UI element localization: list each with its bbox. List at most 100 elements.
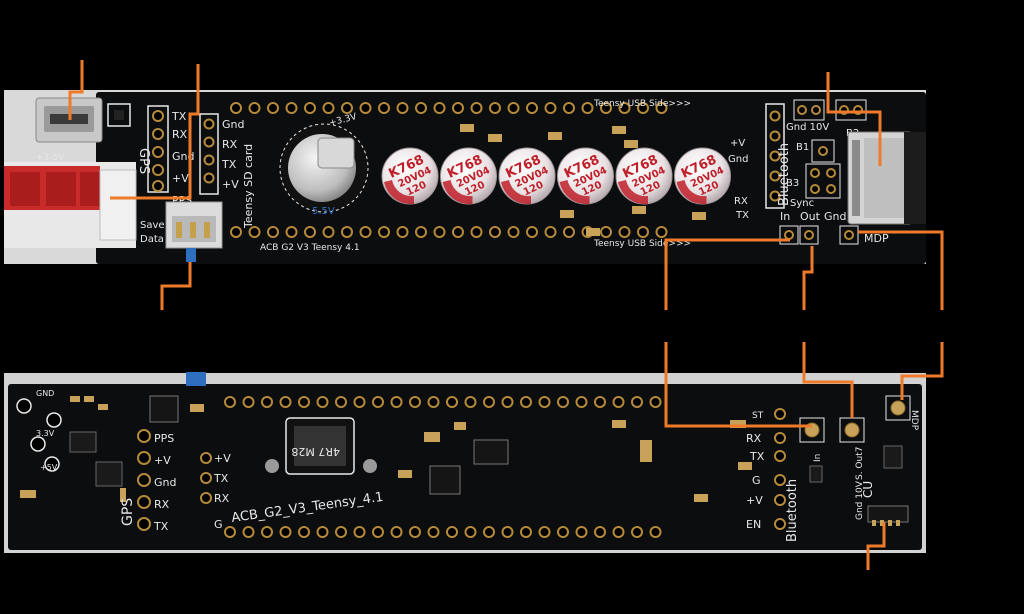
teensy-pin (230, 102, 242, 114)
callout-sync-out (802, 246, 814, 310)
inductor-label: 4R7 M28 (291, 445, 340, 458)
teensy-pin (655, 102, 668, 114)
teensy-pin (594, 526, 606, 538)
teensy-pin (285, 102, 298, 114)
teensy-pin (242, 396, 255, 408)
in-label-bottom: In (813, 454, 823, 462)
sync-label: Sync (790, 198, 814, 209)
middle-smd-parts (398, 420, 752, 502)
teensy-pin (507, 226, 520, 238)
smd-pad (460, 124, 474, 132)
teensy-pin (396, 226, 409, 238)
teensy-pin (335, 526, 347, 538)
teensy-pin (341, 226, 353, 238)
battery-bottom-label: 5.5V (312, 206, 335, 217)
teensy-pin (378, 102, 390, 114)
bottom-board: GND 3.3V +5V PPS +V Gnd RX TX GPS +V TX … (4, 372, 926, 553)
teensy-pin (649, 526, 662, 538)
teensy-pin (618, 102, 631, 114)
teensy-pin (378, 226, 390, 238)
teensy-pin (322, 226, 335, 238)
teensy-pin (575, 396, 588, 408)
teensy-pin (489, 226, 501, 238)
left-tiny-5v: +5V (40, 463, 58, 472)
callout-mdp (858, 230, 944, 310)
side-port-g: G (214, 518, 223, 531)
red-connector (4, 162, 137, 248)
cu-label: CU (861, 481, 875, 498)
left-smd-cluster: GND 3.3V +5V (16, 389, 204, 502)
callout-save-data (160, 262, 192, 310)
acb-top-label: ACB G2 V3 Teensy 4.1 (260, 243, 360, 253)
teensy-pin (538, 526, 551, 538)
teensy-pin (224, 396, 236, 408)
teensy-pin (557, 526, 569, 538)
teensy-pin (409, 526, 421, 538)
teensy-pin (316, 526, 329, 538)
bt-pin-v: +V (730, 138, 745, 149)
capacitor-row: K76820V04120K76820V04120K76820V04120K768… (381, 147, 731, 205)
out-label-top: Out (800, 210, 821, 223)
teensy-pin (483, 396, 495, 408)
teensy-pin (335, 396, 347, 408)
teensy-pin (353, 396, 366, 408)
teensy-pin (390, 396, 403, 408)
teensy-pin (372, 526, 384, 538)
gps-bottom-tx: TX (153, 520, 169, 533)
teensy-pin (261, 396, 273, 408)
teensy-pin (452, 226, 464, 238)
gps-port-bottom: PPS +V Gnd RX TX GPS (120, 429, 176, 533)
top-board: +3-5V TX RX Gnd +V PPS GPS (4, 90, 926, 264)
teensy-pin (427, 396, 440, 408)
teensy-pin (594, 396, 606, 408)
side-port-tx: TX (213, 472, 229, 485)
in-label-top: In (780, 210, 790, 223)
side-port-v: +V (214, 452, 231, 465)
teensy-pin (649, 396, 662, 408)
sd-card-label: Teensy SD card (242, 144, 255, 229)
save-label: Save (140, 220, 165, 231)
gps-bottom-rx: RX (154, 498, 170, 511)
callout-mdp-bottom (900, 342, 944, 400)
teensy-pin (304, 102, 316, 114)
teensy-pin (483, 526, 495, 538)
teensy-pin-rows-bottom (224, 396, 662, 538)
smd-pad (612, 126, 626, 134)
smd-pad (560, 210, 574, 218)
smd-pad (488, 134, 502, 142)
teensy-pin (575, 526, 588, 538)
teensy-pin (637, 102, 649, 114)
port-pin-tx: TX (221, 158, 237, 171)
teensy-pin (464, 526, 477, 538)
gps-bottom-pps: PPS (154, 432, 174, 445)
sync-pads-top (779, 225, 859, 245)
teensy-pin (446, 396, 458, 408)
teensy-pin (446, 526, 458, 538)
teensy-pin-rows-top (230, 102, 718, 238)
bt-pin-tx: TX (735, 210, 749, 221)
usb-side-label-top: Teensy USB Side>>> (593, 99, 691, 109)
mdp-label-top: MDP (864, 232, 889, 245)
teensy-pin (372, 396, 384, 408)
bt-bottom-rx: RX (746, 432, 762, 445)
gps-pin-v: +V (172, 172, 189, 185)
gps-title-bottom: GPS (120, 498, 136, 526)
teensy-pin (433, 102, 446, 114)
teensy-pin (298, 526, 310, 538)
smd-pad (586, 228, 600, 236)
callout-sd-connector (110, 64, 200, 200)
bt-bottom-st: ST (752, 411, 764, 421)
teensy-pin (655, 226, 668, 238)
teensy-pin (520, 526, 532, 538)
gps-bottom-gnd: Gnd (154, 476, 176, 489)
teensy-pin (390, 526, 403, 538)
teensy-pin (600, 226, 612, 238)
inductor: 4R7 M28 (265, 417, 377, 475)
teensy-pin (507, 102, 520, 114)
bluetooth-header: +V Gnd RX TX Bluetooth (728, 103, 792, 221)
